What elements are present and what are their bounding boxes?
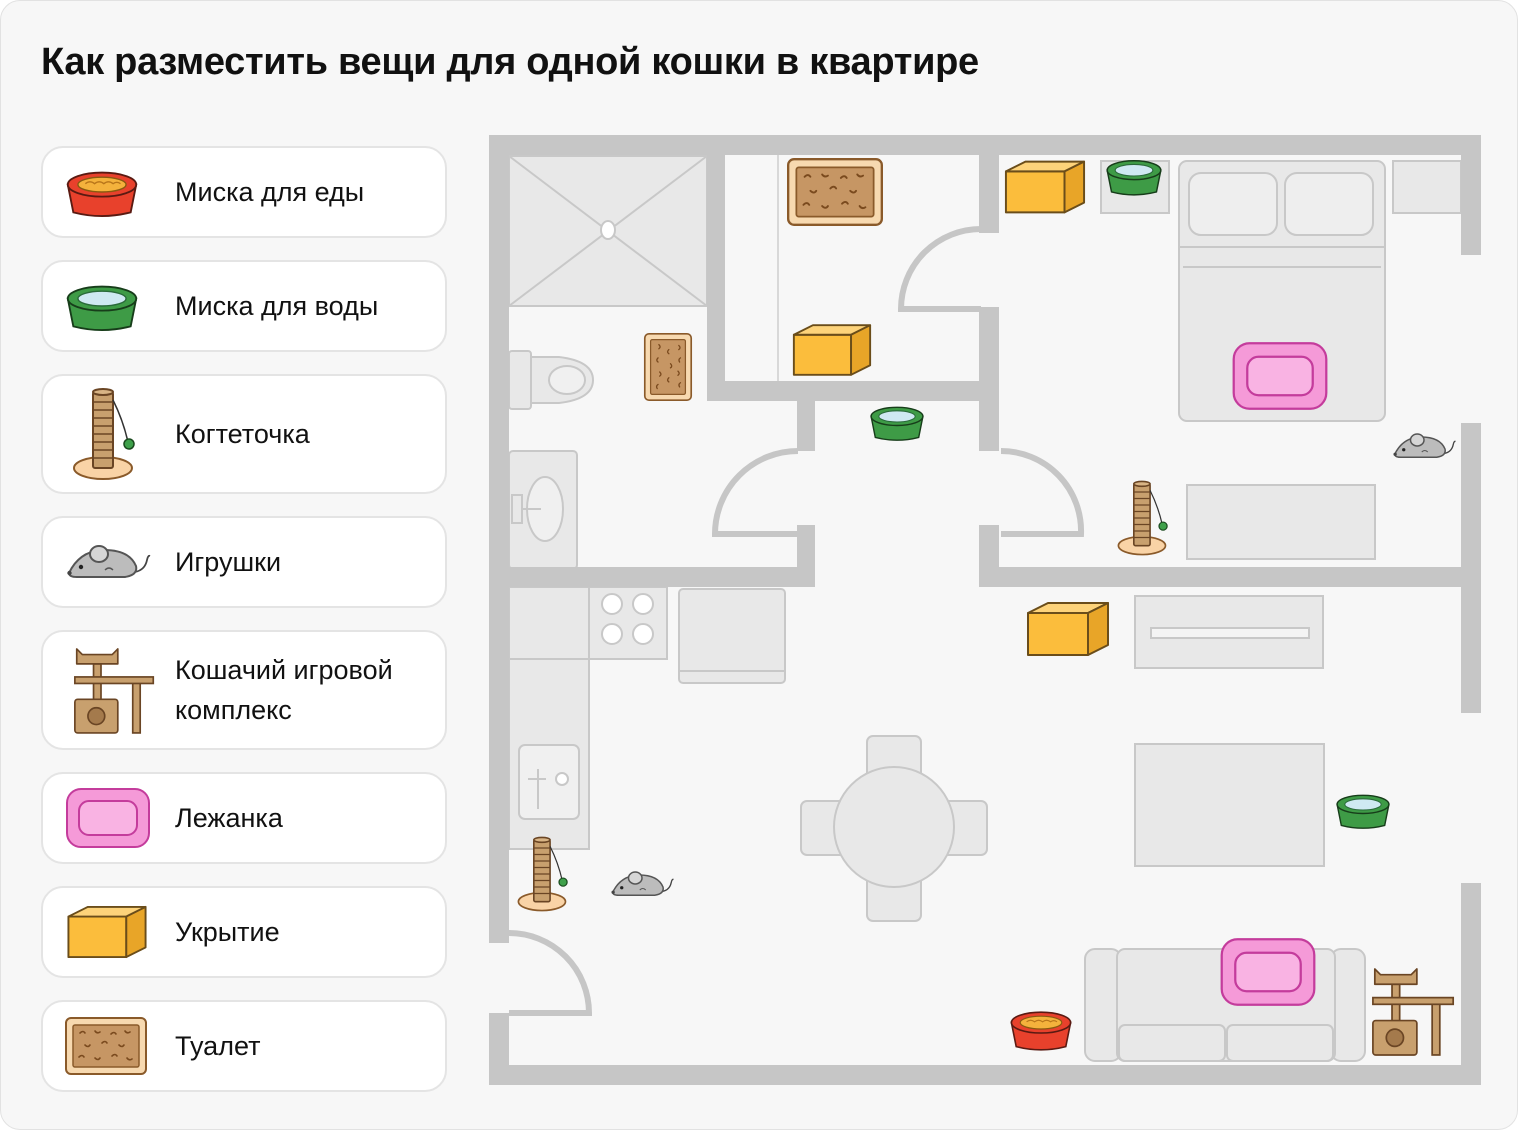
food-bowl-icon — [65, 165, 139, 219]
water-bowl-icon — [65, 279, 139, 333]
cat-bed-icon — [1220, 938, 1316, 1006]
cat-bed-icon — [1232, 342, 1328, 410]
legend-label: Лежанка — [175, 803, 283, 833]
cat-bed-icon — [65, 787, 151, 849]
stove — [588, 586, 668, 660]
door-entrance — [508, 930, 593, 1016]
litter-box-icon — [65, 1017, 147, 1075]
shower — [508, 155, 708, 307]
dishwasher — [678, 588, 786, 684]
toilet — [508, 350, 595, 410]
desk — [1186, 484, 1376, 560]
scratching-post-icon — [73, 386, 143, 482]
floor-plan — [489, 135, 1481, 1085]
tv-stand — [1134, 595, 1324, 669]
toy-mouse-icon — [65, 542, 151, 582]
cat-tree-icon — [73, 644, 157, 736]
legend-label: Кошачий игровой комплекс — [175, 655, 393, 725]
legend-item-litter: Туалет — [41, 1000, 447, 1092]
dining-set — [800, 735, 988, 922]
bedroom-furniture — [1100, 160, 1462, 560]
food-bowl-icon — [1010, 1011, 1072, 1051]
coffee-table — [1134, 743, 1325, 867]
scratching-post-icon — [1117, 480, 1169, 556]
sink — [508, 450, 578, 570]
litter-box-icon — [787, 158, 883, 226]
legend-item-scratching-post: Когтеточка — [41, 374, 447, 494]
legend-label: Когтеточка — [175, 419, 310, 449]
shelter-box-icon — [792, 324, 872, 376]
water-bowl-icon — [870, 406, 924, 441]
toy-mouse-icon — [1392, 433, 1457, 459]
shelter-box-icon — [1027, 602, 1109, 656]
legend-item-cat-tree: Кошачий игровой комплекс — [41, 630, 447, 750]
doors — [508, 226, 1085, 1016]
shelter-box-icon — [1004, 160, 1086, 214]
legend-label: Укрытие — [175, 917, 280, 947]
stove-burners — [601, 593, 654, 645]
bathroom-furniture — [508, 155, 708, 570]
legend-label: Игрушки — [175, 547, 282, 577]
legend-item-shelter: Укрытие — [41, 886, 447, 978]
toy-mouse-icon — [610, 871, 675, 897]
door-bathroom — [711, 448, 799, 537]
nightstand — [1392, 160, 1462, 214]
legend-label: Миска для воды — [175, 291, 379, 321]
walls — [489, 135, 1481, 1085]
double-bed — [1178, 160, 1386, 422]
litter-box-icon — [643, 333, 693, 401]
door-closet — [897, 226, 982, 312]
legend-label: Миска для еды — [175, 177, 365, 207]
water-bowl-icon — [1106, 160, 1162, 196]
door-bedroom-lower — [1000, 448, 1085, 537]
legend-label: Туалет — [175, 1031, 261, 1061]
kitchen-sink — [518, 744, 580, 820]
water-bowl-icon — [1336, 794, 1390, 829]
legend-item-toy: Игрушки — [41, 516, 447, 608]
shelter-box-icon — [65, 905, 149, 959]
legend-item-water-bowl: Миска для воды — [41, 260, 447, 352]
legend-item-cat-bed: Лежанка — [41, 772, 447, 864]
page-title: Как разместить вещи для одной кошки в кв… — [41, 41, 979, 83]
cat-tree-icon — [1372, 968, 1455, 1056]
kitchen-furniture — [508, 586, 786, 850]
legend-item-food-bowl: Миска для еды — [41, 146, 447, 238]
